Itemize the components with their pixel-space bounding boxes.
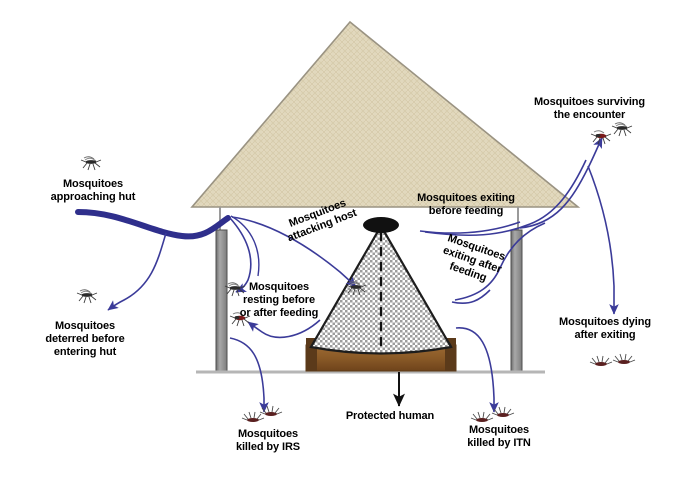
label-mosquitoes-dying: Mosquitoes dying after exiting [559, 316, 651, 341]
mosquito-dead-icon-irs-b [259, 405, 283, 417]
mosquito-icon-surviving [611, 122, 633, 137]
mosquito-dead-icon-irs-a [241, 411, 265, 423]
mosquito-icon-approaching [80, 156, 102, 171]
label-mosquitoes-resting: Mosquitoes resting before or after feedi… [239, 281, 319, 319]
mosquito-dead-icon-dying-a [589, 355, 613, 367]
net-top-cap [363, 217, 399, 233]
hut-roof [190, 20, 581, 208]
label-protected-human: Protected human [345, 410, 435, 422]
label-mosquitoes-killed-by-irs: Mosquitoes killed by IRS [235, 428, 301, 453]
flow-wall-to-irs [229, 337, 269, 413]
flow-deterred [107, 232, 167, 311]
mosquito-icon-deterred [76, 289, 98, 304]
bed-post-left [306, 338, 317, 371]
mosquito-dead-icon-itn-b [491, 406, 515, 418]
mosquito-dead-icon-itn-a [470, 411, 494, 423]
flow-approaching-hut [75, 209, 231, 240]
label-mosquitoes-exiting-before-feeding: Mosquitoes exiting before feeding [417, 192, 515, 217]
insecticide-treated-net [309, 223, 453, 355]
mosquito-icon-attacking [345, 281, 367, 296]
mosquito-blood-fed-icon-surviving [590, 130, 612, 145]
flow-exiting-after-tail [451, 289, 491, 305]
flow-exiting-before-underline [419, 221, 521, 234]
label-mosquitoes-approaching-hut: Mosquitoes approaching hut [50, 178, 136, 203]
flow-dying-after-exiting [587, 165, 619, 315]
flow-out-of-hut [519, 137, 603, 229]
flow-exiting-before-feeding [424, 159, 587, 237]
flow-entry-to-irs-kill [230, 215, 260, 277]
label-mosquitoes-deterred: Mosquitoes deterred before entering hut [45, 320, 125, 358]
flow-net-to-resting-fed [247, 319, 321, 339]
flow-net-to-itn [455, 327, 499, 413]
label-mosquitoes-surviving: Mosquitoes surviving the encounter [533, 96, 646, 121]
flow-exiting-after-feeding [454, 222, 546, 301]
label-mosquitoes-killed-by-itn: Mosquitoes killed by ITN [467, 424, 531, 449]
mosquito-dead-icon-dying-b [612, 353, 636, 365]
bed-post-right [445, 338, 456, 371]
